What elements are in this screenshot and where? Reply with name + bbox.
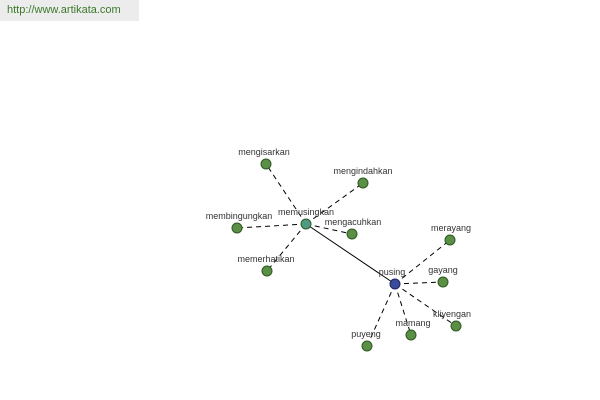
node-label-memerhatikan[interactable]: memerhatikan <box>237 254 294 264</box>
node-dot-membingungkan[interactable] <box>231 222 243 234</box>
edges-layer <box>236 163 457 347</box>
node-label-mengisarkan[interactable]: mengisarkan <box>238 147 290 157</box>
node-label-puyeng[interactable]: puyeng <box>351 329 381 339</box>
node-label-mamang[interactable]: mamang <box>395 318 430 328</box>
edge-memusingkan-pusing <box>305 223 396 285</box>
node-label-membingungkan[interactable]: membingungkan <box>206 211 273 221</box>
node-label-kliyengan[interactable]: kliyengan <box>433 309 471 319</box>
edge-memusingkan-mengindahkan <box>305 182 364 225</box>
edge-pusing-gayang <box>394 281 444 285</box>
nodes-layer: pusing memusingkan mengisarkan mengindahkan… <box>206 147 471 352</box>
node-dot-pusing[interactable] <box>389 278 401 290</box>
node-dot-puyeng[interactable] <box>361 340 373 352</box>
edge-pusing-puyeng <box>366 283 396 347</box>
node-mengacuhkan[interactable]: mengacuhkan <box>325 217 382 240</box>
node-label-mengacuhkan[interactable]: mengacuhkan <box>325 217 382 227</box>
node-label-memusingkan[interactable]: memusingkan <box>278 207 334 217</box>
node-dot-memerhatikan[interactable] <box>261 265 273 277</box>
url-link[interactable]: http://www.artikata.com <box>7 4 121 16</box>
node-mengisarkan[interactable]: mengisarkan <box>238 147 290 170</box>
node-dot-mengisarkan[interactable] <box>260 158 272 170</box>
node-label-gayang[interactable]: gayang <box>428 265 458 275</box>
edge-pusing-merayang <box>394 239 451 285</box>
node-mamang[interactable]: mamang <box>395 318 431 341</box>
node-kliyengan[interactable]: kliyengan <box>433 309 471 332</box>
edge-memusingkan-mengisarkan <box>265 163 307 225</box>
node-puyeng[interactable]: puyeng <box>351 329 381 352</box>
node-dot-mengacuhkan[interactable] <box>346 228 358 240</box>
node-gayang[interactable]: gayang <box>428 265 458 288</box>
node-dot-mengindahkan[interactable] <box>357 177 369 189</box>
node-memusingkan[interactable]: memusingkan <box>278 207 334 230</box>
node-membingungkan[interactable]: membingungkan <box>206 211 273 234</box>
url-banner: http://www.artikata.com <box>0 0 139 21</box>
edge-pusing-kliyengan <box>394 283 457 327</box>
node-label-merayang[interactable]: merayang <box>431 223 471 233</box>
node-mengindahkan[interactable]: mengindahkan <box>333 166 393 189</box>
node-label-mengindahkan[interactable]: mengindahkan <box>333 166 392 176</box>
node-dot-gayang[interactable] <box>437 276 449 288</box>
node-label-pusing[interactable]: pusing <box>379 267 406 277</box>
node-memerhatikan[interactable]: memerhatikan <box>237 254 295 277</box>
edge-memusingkan-membingungkan <box>236 223 307 229</box>
node-dot-kliyengan[interactable] <box>450 320 462 332</box>
edge-memusingkan-mengacuhkan <box>305 223 353 235</box>
node-merayang[interactable]: merayang <box>431 223 471 246</box>
node-dot-memusingkan[interactable] <box>300 218 312 230</box>
edge-memusingkan-memerhatikan <box>266 223 307 272</box>
node-dot-merayang[interactable] <box>444 234 456 246</box>
node-pusing[interactable]: pusing <box>379 267 406 290</box>
node-dot-mamang[interactable] <box>405 329 417 341</box>
